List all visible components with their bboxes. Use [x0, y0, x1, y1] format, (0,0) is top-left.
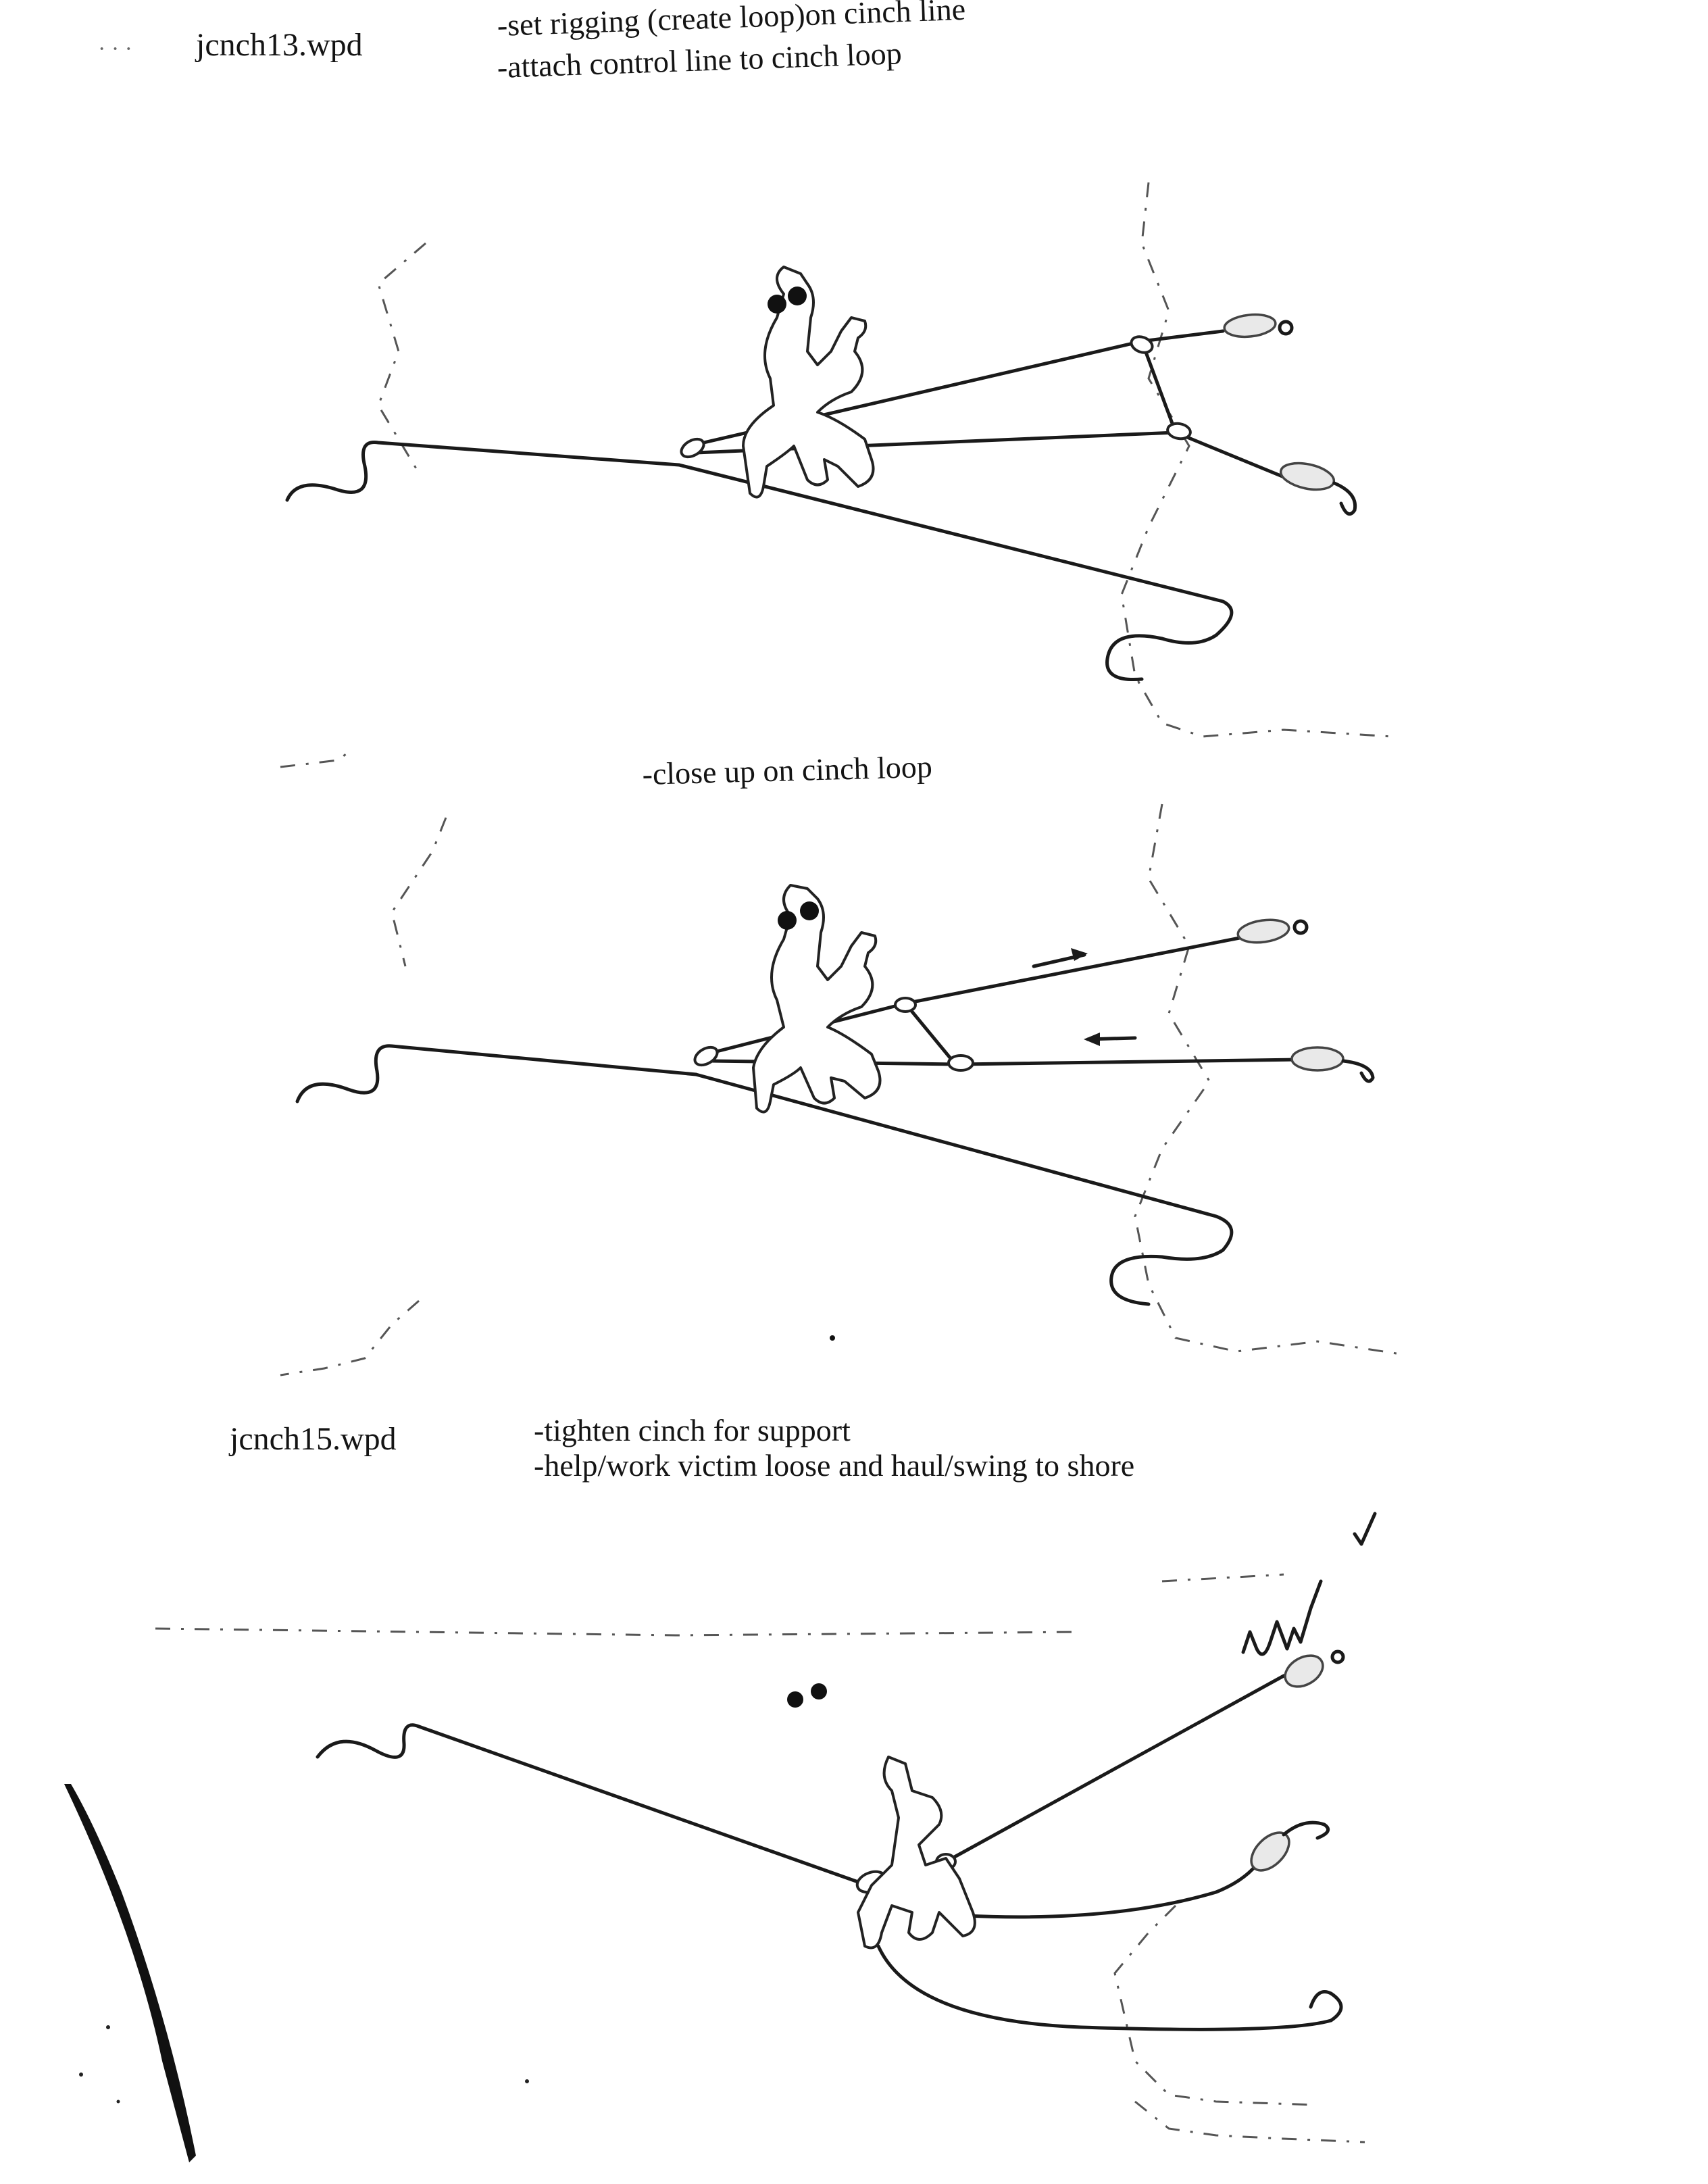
bottom-left-bank: [280, 1301, 419, 1375]
carabiner-icon: [1129, 334, 1155, 355]
tag-line-left: [318, 1725, 858, 1882]
carabiner-icon: [692, 1043, 720, 1068]
speck: [79, 2073, 83, 2077]
panel-1-diagram: [280, 182, 1392, 767]
victim-figure-icon: [743, 267, 874, 497]
carabiner-icon: [678, 435, 707, 460]
float-tail-loop: [1284, 1822, 1328, 1838]
shore-edge: [64, 1784, 196, 2162]
speck: [106, 2025, 110, 2029]
float-icon: [1278, 459, 1336, 494]
tag-line-left: [297, 1046, 696, 1101]
speck: [830, 1335, 835, 1341]
cinch-line-middle: [966, 1855, 1263, 1917]
eye-icon: [778, 911, 797, 930]
eye-icon: [811, 1683, 827, 1699]
right-bank-lower: [1115, 1906, 1317, 2105]
carabiner-icon: [895, 998, 915, 1012]
victim-figure-icon: [753, 885, 880, 1112]
speck: [117, 2100, 120, 2104]
left-bank-line: [392, 818, 446, 966]
top-bank-line: [155, 1629, 1081, 1635]
arrow-left-head: [1084, 1033, 1100, 1046]
float-loop-icon: [1332, 1652, 1343, 1662]
carabiner-icon: [1166, 422, 1191, 441]
right-bank-line: [1162, 1574, 1284, 1581]
bottom-bank-line: [1135, 2102, 1365, 2142]
initials-mark-icon: [1243, 1581, 1321, 1654]
left-bank-line: [378, 243, 426, 473]
float-icon: [1224, 312, 1277, 339]
tag-line-left: [287, 442, 679, 500]
float-tail-loop: [1334, 483, 1355, 514]
float-tail-loop: [1343, 1061, 1373, 1081]
eye-icon: [787, 1691, 803, 1708]
cinch-line-lower: [696, 1074, 1232, 1304]
panel-2-diagram: [280, 804, 1405, 1375]
float-loop-icon: [1295, 921, 1307, 933]
eye-icon: [788, 287, 807, 305]
bridle-line: [1142, 341, 1176, 432]
speck: [525, 2079, 529, 2083]
float-icon: [1280, 1649, 1328, 1693]
cinch-line-lower: [679, 465, 1232, 680]
eye-icon: [768, 295, 786, 314]
right-bank-line: [1122, 182, 1392, 737]
float-icon: [1292, 1047, 1343, 1070]
eye-icon: [800, 901, 819, 920]
control-line-upper: [946, 1666, 1311, 1862]
float-loop-icon: [1280, 322, 1292, 334]
check-mark-icon: [1355, 1514, 1375, 1544]
carabiner-icon: [949, 1056, 973, 1070]
cinch-line-lower: [878, 1946, 1341, 2029]
bottom-left-bank: [280, 750, 351, 767]
float-icon: [1236, 917, 1290, 945]
bridle-line: [905, 1003, 953, 1061]
panel-3-diagram: [64, 1514, 1375, 2162]
victim-figure-icon: [858, 1757, 975, 1948]
